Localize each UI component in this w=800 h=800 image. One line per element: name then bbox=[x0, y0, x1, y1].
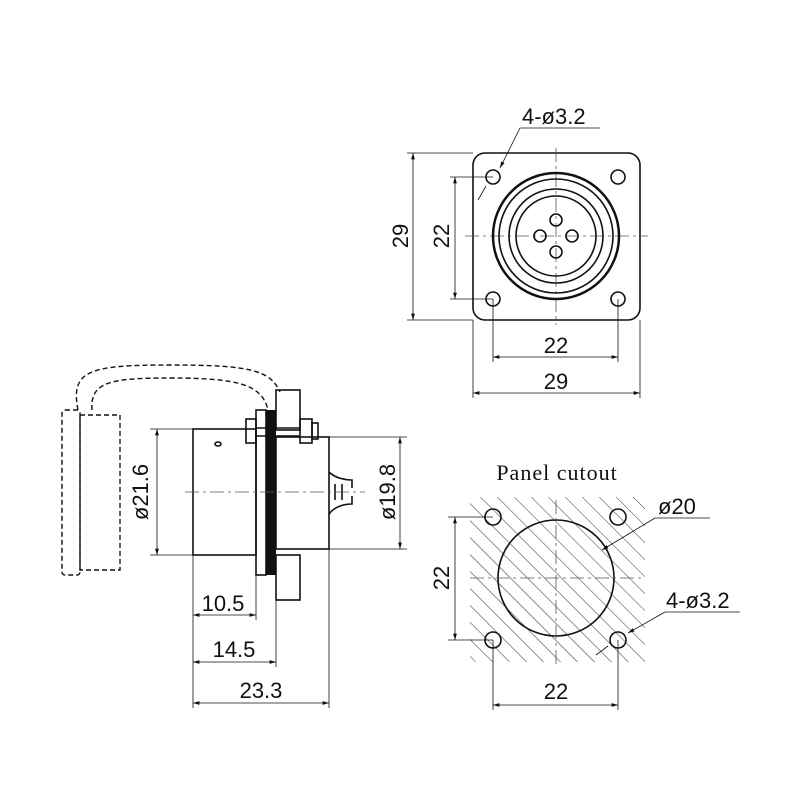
panel-bottom bbox=[275, 554, 301, 601]
side-view: ø21.6 ø19.8 10.5 14.5 23.3 bbox=[61, 364, 407, 708]
length-to-panel: 14.5 bbox=[213, 637, 256, 662]
front-height-outer: 29 bbox=[388, 224, 413, 248]
front-view: 29 22 22 29 4-ø3.2 bbox=[388, 104, 648, 398]
cutout-holes-label: 4-ø3.2 bbox=[666, 588, 730, 613]
contacts bbox=[328, 471, 353, 515]
front-width-outer: 29 bbox=[544, 369, 568, 394]
hatched-panel bbox=[470, 497, 645, 662]
gasket bbox=[266, 410, 276, 575]
body-diameter: ø21.6 bbox=[128, 464, 153, 520]
cutout-height-spacing: 22 bbox=[429, 566, 454, 590]
rear-diameter: ø19.8 bbox=[375, 464, 400, 520]
front-holes-label: 4-ø3.2 bbox=[522, 104, 586, 129]
mount-holes bbox=[485, 169, 626, 307]
nut-rear bbox=[299, 418, 313, 444]
front-width-spacing: 22 bbox=[544, 333, 568, 358]
pins bbox=[533, 213, 579, 259]
panel-cutout: Panel cutout ø20 22 4-ø3.2 22 bbox=[429, 460, 740, 710]
flange bbox=[255, 409, 267, 576]
length-front: 10.5 bbox=[202, 591, 245, 616]
flange-square bbox=[472, 152, 641, 321]
front-height-spacing: 22 bbox=[429, 224, 454, 248]
rear-body bbox=[275, 436, 330, 550]
panel-top bbox=[275, 389, 301, 431]
cable-outer bbox=[75, 364, 281, 411]
cable-inner bbox=[91, 377, 269, 411]
cutout-diameter: ø20 bbox=[658, 494, 696, 519]
cap-rim bbox=[61, 409, 81, 576]
cutout-width-spacing: 22 bbox=[544, 679, 568, 704]
length-total: 23.3 bbox=[240, 678, 283, 703]
nut-front bbox=[245, 418, 257, 444]
cap-body bbox=[79, 414, 121, 571]
cutout-title: Panel cutout bbox=[496, 460, 617, 485]
